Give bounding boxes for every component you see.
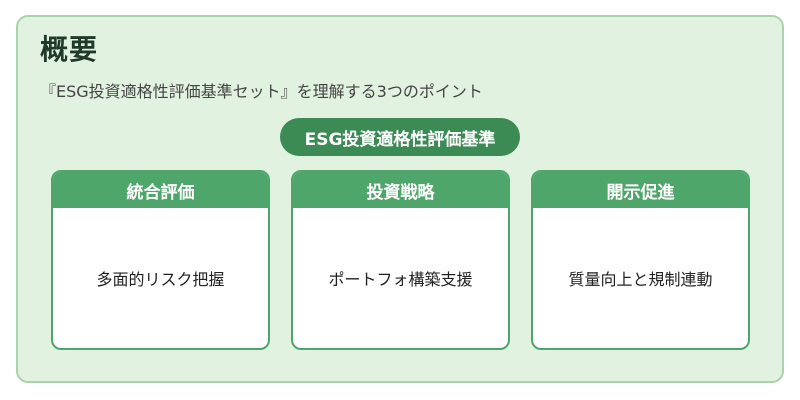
- point-card-header: 投資戦略: [293, 172, 508, 208]
- point-card-body: ポートフォ構築支援: [328, 270, 473, 289]
- point-card-2: 投資戦略 ポートフォ構築支援: [291, 170, 510, 350]
- point-card-body: 質量向上と規制連動: [568, 270, 713, 289]
- point-card-1: 統合評価 多面的リスク把握: [51, 170, 270, 350]
- point-card-header: 開示促進: [533, 172, 748, 208]
- point-card-3: 開示促進 質量向上と規制連動: [531, 170, 750, 350]
- point-card-header: 統合評価: [53, 172, 268, 208]
- subtitle: 『ESG投資適格性評価基準セット』を理解する3つのポイント: [40, 82, 483, 101]
- page-title: 概要: [40, 33, 99, 66]
- center-label-pill: ESG投資適格性評価基準: [280, 118, 520, 156]
- point-card-body: 多面的リスク把握: [96, 270, 225, 289]
